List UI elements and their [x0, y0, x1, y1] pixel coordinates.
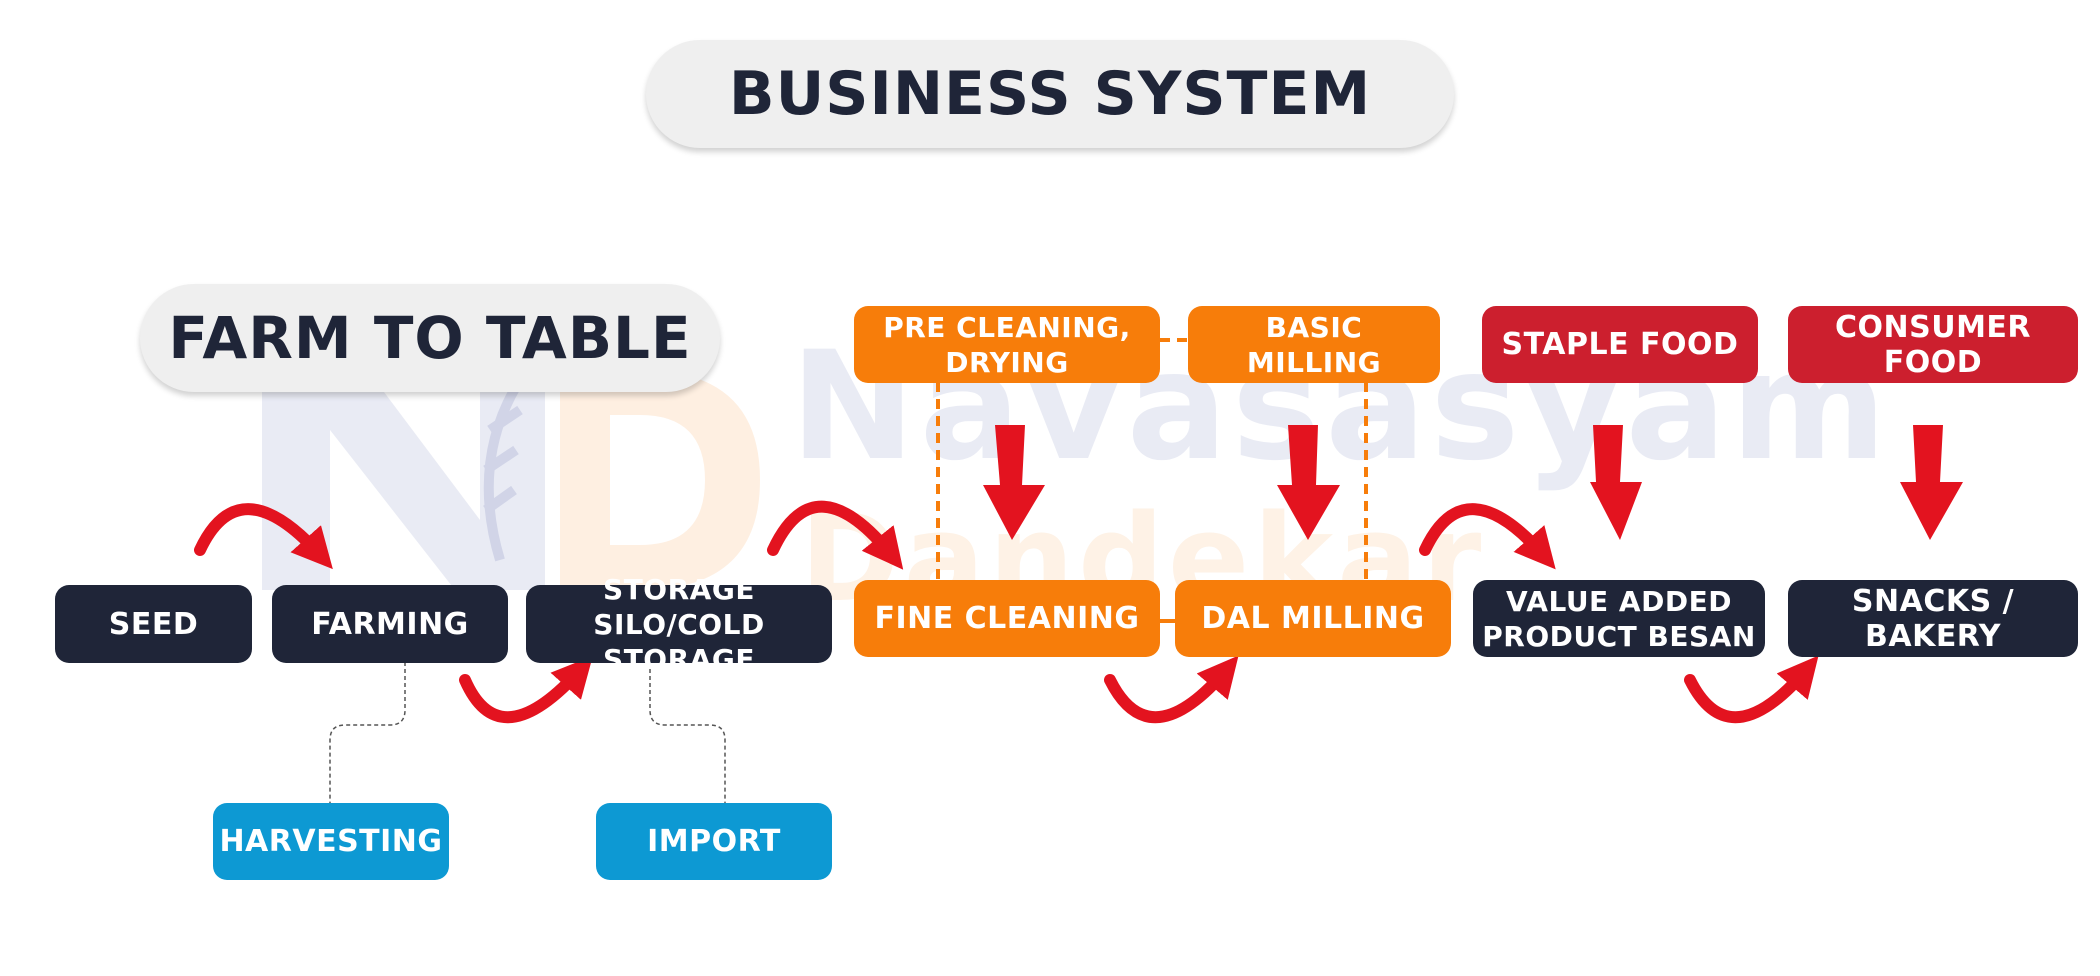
node-value-added: VALUE ADDED PRODUCT BESAN [1473, 580, 1765, 657]
down-arrow-staplefood [1590, 425, 1642, 540]
curved-arrow-storage-finecleaning [767, 500, 904, 570]
curved-arrow-valueadded-snacks [1684, 655, 1819, 723]
connector-farming-harvesting [329, 662, 406, 803]
curved-arrow-seed-farming [194, 503, 333, 570]
curved-arrow-dalmilling-valueadded [1419, 503, 1556, 570]
node-harvesting: HARVESTING [213, 803, 449, 880]
section-title-text: FARM TO TABLE [168, 304, 692, 372]
node-farming: FARMING [272, 585, 508, 663]
page-title: BUSINESS SYSTEM [646, 40, 1454, 148]
node-import: IMPORT [596, 803, 832, 880]
node-storage: STORAGE SILO/COLD STORAGE [526, 573, 832, 676]
down-arrow-basicmilling [1277, 425, 1340, 540]
down-arrow-precleaning [983, 425, 1045, 540]
down-arrow-consumerfood [1900, 425, 1963, 540]
page-title-text: BUSINESS SYSTEM [728, 59, 1372, 129]
node-basic-milling: BASIC MILLING [1188, 306, 1440, 383]
section-title: FARM TO TABLE [140, 284, 720, 392]
node-staple-food: STAPLE FOOD [1482, 306, 1758, 383]
node-consumer-food: CONSUMER FOOD [1788, 306, 2078, 383]
node-snacks-bakery: SNACKS / BAKERY [1788, 580, 2078, 657]
node-dal-milling: DAL MILLING [1175, 580, 1451, 657]
node-fine-cleaning: FINE CLEANING [854, 580, 1160, 657]
node-pre-cleaning: PRE CLEANING, DRYING [854, 306, 1160, 383]
curved-arrow-finecleaning-dalmilling [1104, 655, 1239, 723]
curved-arrow-farming-storage [459, 655, 593, 723]
node-seed: SEED [55, 585, 252, 663]
connector-storage-import [649, 662, 726, 803]
